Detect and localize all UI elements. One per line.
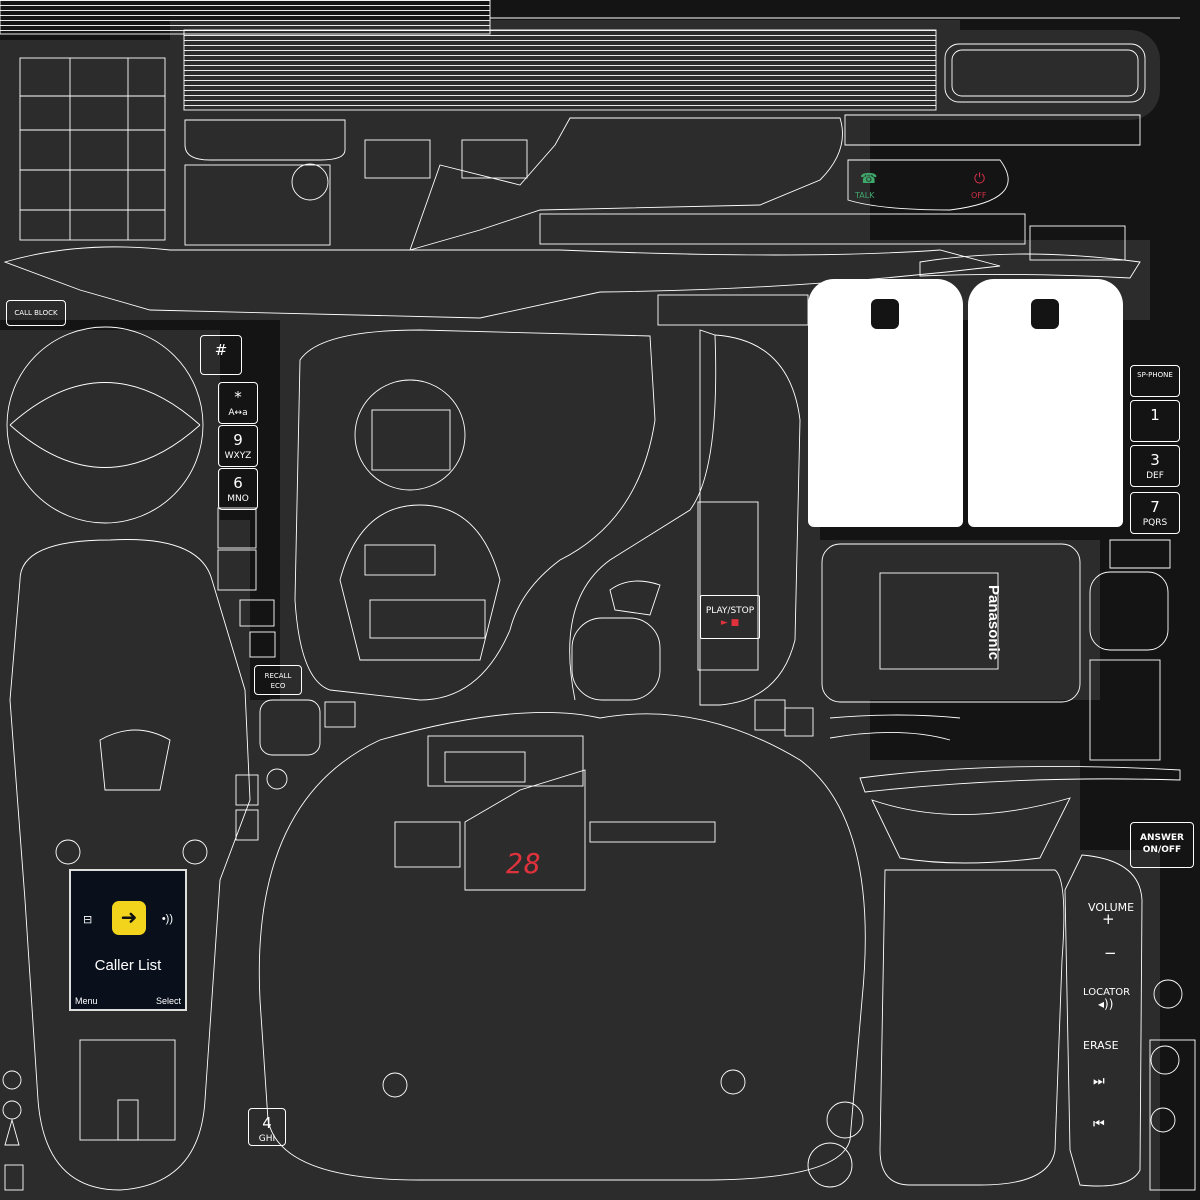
key-7-label: 7 xyxy=(1150,498,1160,516)
cover-hole-right xyxy=(1031,299,1059,329)
key-7-sub-label: PQRS xyxy=(1142,518,1168,528)
locator-label: LOCATOR xyxy=(1083,987,1131,998)
answer-sub-label: ON/OFF xyxy=(1142,845,1182,855)
recall-label: RECALL xyxy=(264,672,292,680)
sp-phone-label: SP-PHONE xyxy=(1137,371,1173,379)
message-counter-display: 28 xyxy=(506,847,542,880)
skip-back-icon: ⏮ xyxy=(1093,1117,1105,1132)
recall-key: RECALL ECO xyxy=(254,665,302,695)
play-stop-icons: ► ■ xyxy=(720,618,740,628)
hash-label: # xyxy=(214,341,228,359)
key-9-sub-label: WXYZ xyxy=(224,451,252,461)
off-label: OFF xyxy=(971,191,987,200)
key-3-sub-label: DEF xyxy=(1146,471,1164,481)
star-sub-label: A↔a xyxy=(228,408,248,418)
hash-key: # xyxy=(200,335,242,375)
key-6: 6 MNO xyxy=(218,468,258,510)
play-stop-label: PLAY/STOP xyxy=(705,606,755,616)
locator-icon: ◂)) xyxy=(1098,997,1114,1011)
talk-phone-icon: ☎ xyxy=(860,171,878,187)
battery-cover-left xyxy=(808,279,963,527)
key-1-label: 1 xyxy=(1150,406,1160,424)
star-key: * A↔a xyxy=(218,382,258,424)
brand-logo: Panasonic xyxy=(985,585,1002,661)
star-label: * xyxy=(234,388,242,406)
answer-label: ANSWER xyxy=(1140,833,1184,843)
erase-label: ERASE xyxy=(1083,1039,1119,1052)
ringer-icon: •)) xyxy=(161,913,173,925)
key-4-sub-label: GHI xyxy=(258,1134,276,1144)
battery-cover-right xyxy=(968,279,1123,527)
volume-minus-label: − xyxy=(1104,944,1117,962)
phone-arrow-icon: ➜ xyxy=(112,901,146,935)
key-6-sub-label: MNO xyxy=(227,494,249,504)
address-book-icon: ⊟ xyxy=(83,914,93,926)
answer-key: ANSWER ON/OFF xyxy=(1130,822,1194,868)
power-icon: ⏻ xyxy=(974,171,986,187)
key-6-label: 6 xyxy=(233,474,243,492)
key-3: 3 DEF xyxy=(1130,445,1180,487)
skip-forward-icon: ⏭ xyxy=(1093,1074,1105,1089)
handset-display: ⊟ ➜ •)) Caller List Menu Select xyxy=(69,869,187,1011)
talk-label: TALK xyxy=(855,191,875,200)
volume-plus-label: + xyxy=(1102,910,1115,928)
volume-label: VOLUME xyxy=(1088,901,1135,914)
key-7: 7 PQRS xyxy=(1130,492,1180,534)
recall-sub-label: ECO xyxy=(270,682,286,690)
play-stop-key: PLAY/STOP ► ■ xyxy=(700,595,760,639)
softkey-select: Select xyxy=(155,996,181,1006)
call-block-label: CALL BLOCK xyxy=(14,309,58,317)
screen-title: Caller List xyxy=(94,957,162,974)
call-block-key: CALL BLOCK xyxy=(6,300,66,326)
softkey-menu: Menu xyxy=(75,996,98,1006)
sp-phone-key: SP-PHONE xyxy=(1130,365,1180,397)
key-9-label: 9 xyxy=(233,431,243,449)
key-4-label: 4 xyxy=(262,1114,272,1132)
key-9: 9 WXYZ xyxy=(218,425,258,467)
key-3-label: 3 xyxy=(1150,451,1160,469)
key-4: 4 GHI xyxy=(248,1108,286,1146)
key-1: 1 xyxy=(1130,400,1180,442)
cover-hole-left xyxy=(871,299,899,329)
